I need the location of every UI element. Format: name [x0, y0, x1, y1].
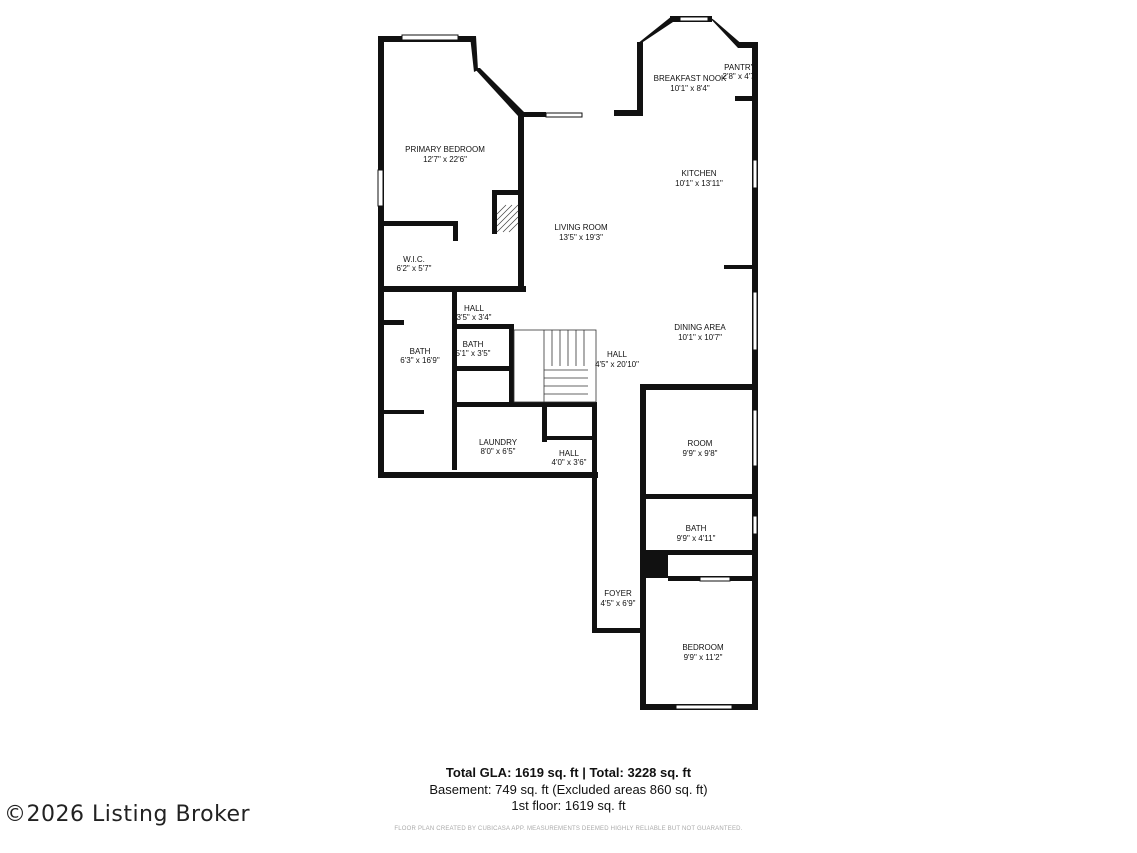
room-dims: 6'2" x 5'7" — [397, 264, 432, 273]
room-label: BREAKFAST NOOK — [654, 74, 727, 83]
room-dims: 4'0" x 3'6" — [552, 458, 587, 467]
room-dims: 10'1" x 13'11" — [675, 179, 723, 188]
room-dims: 9'9" x 9'8" — [683, 449, 718, 458]
room-dims: 9'9" x 11'2" — [684, 653, 723, 662]
room-label: BATH — [410, 347, 431, 356]
copyright-watermark: ©2026 Listing Broker — [4, 802, 251, 827]
room-label: PANTRY — [724, 63, 756, 72]
room-dims: 10'1" x 10'7" — [678, 333, 722, 342]
room-label: LAUNDRY — [479, 438, 518, 447]
room-dims: 6'3" x 16'9" — [400, 356, 440, 365]
room-dims: 2'8" x 4'7" — [723, 72, 758, 81]
staircase — [513, 329, 597, 403]
room-label: HALL — [607, 350, 628, 359]
room-label: HALL — [464, 304, 485, 313]
room-dims: 4'5" x 6'9" — [601, 599, 636, 608]
room-dims: 9'9" x 4'11" — [677, 534, 716, 543]
room-label: BEDROOM — [682, 643, 724, 652]
room-label: W.I.C. — [403, 255, 425, 264]
room-label: KITCHEN — [681, 169, 716, 178]
room-dims: 8'0" x 6'5" — [481, 447, 516, 456]
room-dims: 10'1" x 8'4" — [670, 84, 710, 93]
windows — [377, 16, 758, 710]
room-label: HALL — [559, 449, 580, 458]
first-floor-area: 1st floor: 1619 sq. ft — [511, 798, 626, 813]
room-label: LIVING ROOM — [554, 223, 608, 232]
room-label: ROOM — [688, 439, 713, 448]
room-label: DINING AREA — [674, 323, 726, 332]
room-dims: 13'5" x 19'3" — [559, 233, 603, 242]
total-gla: Total GLA: 1619 sq. ft | Total: 3228 sq.… — [445, 765, 692, 780]
room-labels: PRIMARY BEDROOM 12'7" x 22'6" W.I.C. 6'2… — [397, 63, 758, 662]
room-label: BATH — [463, 340, 484, 349]
room-label: PRIMARY BEDROOM — [405, 145, 485, 154]
room-label: FOYER — [604, 589, 632, 598]
fireplace — [496, 204, 519, 233]
room-label: BATH — [686, 524, 707, 533]
basement-area: Basement: 749 sq. ft (Excluded areas 860… — [429, 782, 708, 797]
room-dims: 12'7" x 22'6" — [423, 155, 467, 164]
room-dims: 5'1" x 3'5" — [456, 349, 491, 358]
disclaimer: FLOOR PLAN CREATED BY CUBICASA APP. MEAS… — [394, 826, 743, 832]
room-dims: 4'5" x 20'10" — [595, 360, 639, 369]
room-dims: 3'5" x 3'4" — [457, 313, 492, 322]
